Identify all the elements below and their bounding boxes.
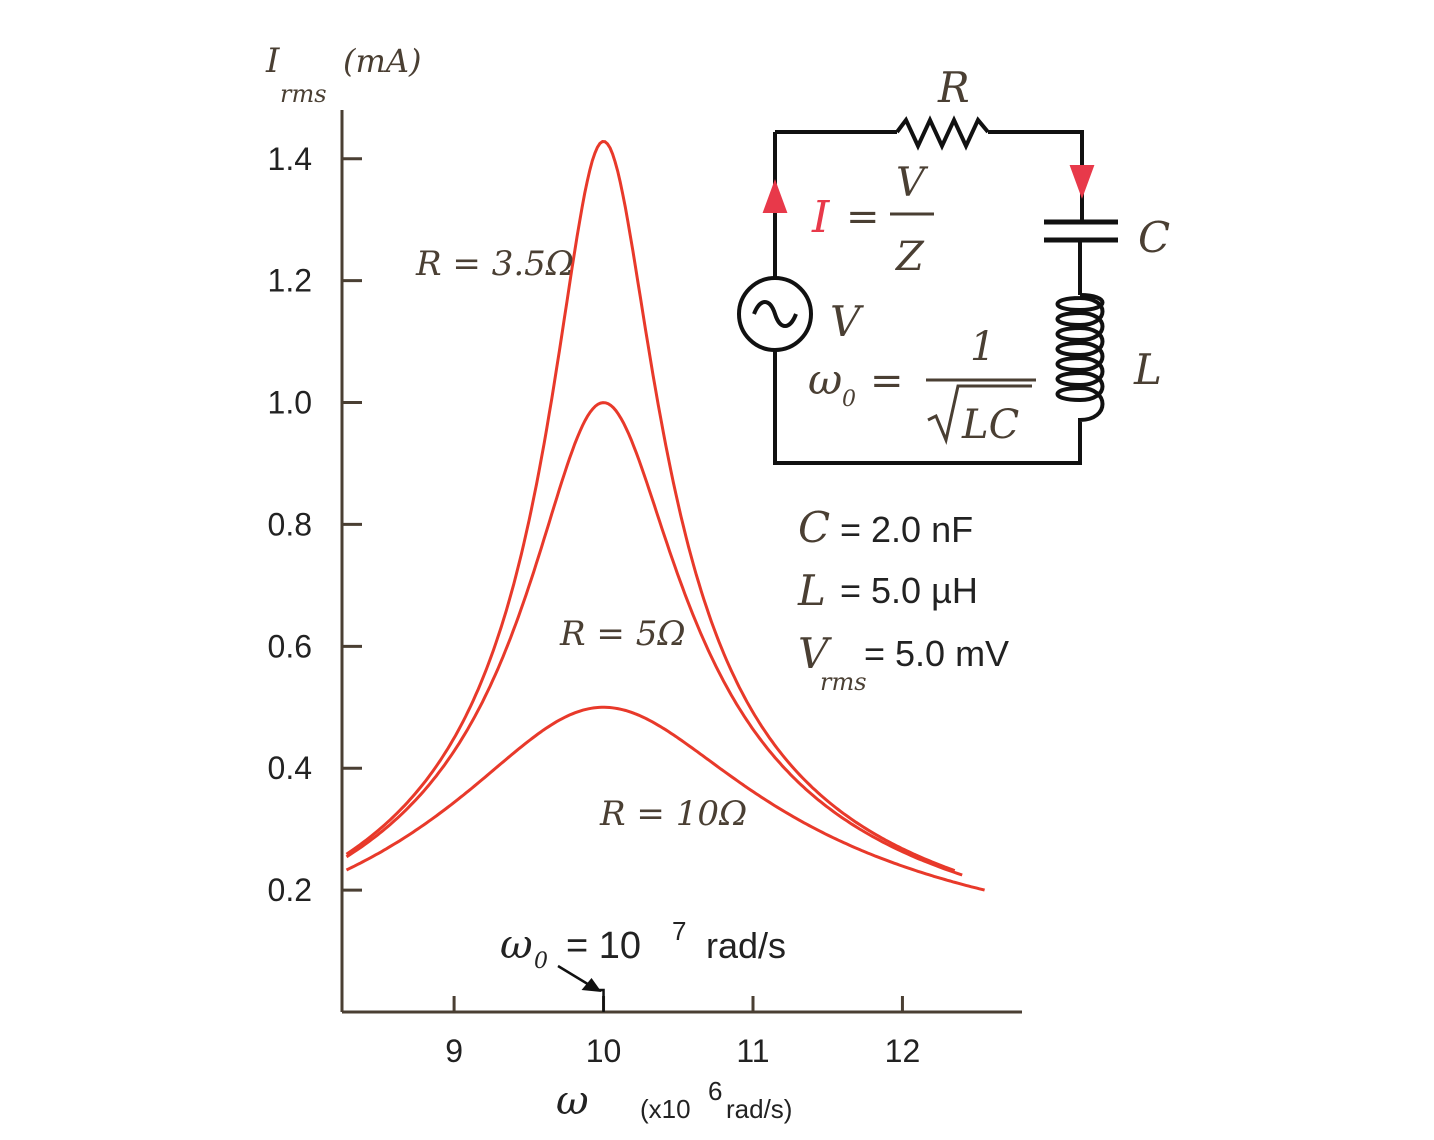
param-c-symbol: C xyxy=(798,503,830,552)
resonance-eq-num: 1 xyxy=(970,324,995,370)
current-eq-lhs: I xyxy=(811,192,831,243)
current-eq-equals: = xyxy=(846,194,880,240)
circuit-diagram xyxy=(737,115,1118,465)
param-l-symbol: L xyxy=(797,566,826,615)
param-c-value: = 2.0 nF xyxy=(840,509,973,550)
y-axis-label-main: I xyxy=(265,41,280,81)
current-arrow-left-icon xyxy=(762,179,788,213)
x-tick-label: 10 xyxy=(586,1033,622,1069)
circuit-wire-left-lower xyxy=(773,350,1082,465)
x-ticks: 9 10 11 12 xyxy=(445,996,920,1069)
y-axis-label-unit: (mA) xyxy=(343,42,421,80)
resonance-eq-lhs: ω xyxy=(808,355,842,404)
sqrt-sign-icon xyxy=(927,384,1032,445)
ac-source-wave-icon xyxy=(752,300,798,328)
current-eq-den: Z xyxy=(894,234,925,280)
param-v-sub: rms xyxy=(820,668,867,696)
series-line-0 xyxy=(345,139,956,873)
x-axis-unit-prefix: (x10 xyxy=(640,1094,691,1124)
annotation-omega-sub: 0 xyxy=(534,949,548,974)
param-v-symbol: V xyxy=(798,629,832,678)
parameter-list: C = 2.0 nF L = 5.0 µH V rms = 5.0 mV xyxy=(797,503,1009,696)
series-line-1 xyxy=(345,401,963,877)
annotation-unit: rad/s xyxy=(706,925,786,966)
x-tick-label: 9 xyxy=(445,1033,463,1069)
annotation-arrowhead-icon xyxy=(581,978,602,992)
resonance-eq-equals: = xyxy=(870,358,904,404)
series-label-r35: R = 3.5Ω xyxy=(415,244,574,284)
param-l-value: = 5.0 µH xyxy=(840,570,978,611)
y-tick-label: 0.8 xyxy=(268,506,312,542)
inductor-label: L xyxy=(1133,345,1162,394)
source-label: V xyxy=(830,297,864,346)
param-v-value: = 5.0 mV xyxy=(864,633,1009,674)
annotation-exp: 7 xyxy=(672,916,686,946)
y-tick-label: 1.2 xyxy=(268,263,312,299)
series-line-2 xyxy=(345,705,985,892)
capacitor-label: C xyxy=(1138,213,1170,262)
resonance-eq-sub: 0 xyxy=(842,387,856,412)
circuit-wire-top-right xyxy=(988,130,1084,220)
x-axis-symbol: ω xyxy=(556,1078,589,1124)
y-tick-label: 1.4 xyxy=(268,141,312,177)
y-ticks: 0.2 0.4 0.6 0.8 1.0 1.2 1.4 xyxy=(268,141,362,908)
current-arrow-right-icon xyxy=(1069,165,1095,199)
y-tick-label: 0.2 xyxy=(268,872,312,908)
y-axis-label: I rms (mA) xyxy=(265,41,421,108)
y-tick-label: 0.4 xyxy=(268,750,312,786)
y-tick-label: 1.0 xyxy=(268,385,312,421)
circuit-labels: R C L V I = V Z ω 0 = 1 LC xyxy=(808,63,1170,448)
current-eq-num: V xyxy=(896,160,929,206)
series-label-r5: R = 5Ω xyxy=(559,614,686,654)
annotation-arrow-icon xyxy=(557,964,605,1012)
x-tick-label: 11 xyxy=(736,1033,769,1069)
y-axis-label-sub: rms xyxy=(280,80,327,108)
annotation-equals: = 10 xyxy=(566,925,641,967)
inductor-coil-icon xyxy=(1055,293,1105,432)
y-tick-label: 0.6 xyxy=(268,628,312,664)
resonance-annotation: ω 0 = 10 7 rad/s xyxy=(500,916,786,1012)
resistor-label: R xyxy=(937,63,970,112)
x-axis-unit-suffix: rad/s) xyxy=(726,1094,792,1124)
annotation-omega: ω xyxy=(500,922,533,968)
x-axis-unit-exp: 6 xyxy=(708,1076,722,1106)
x-tick-label: 12 xyxy=(885,1033,921,1069)
resistor-zigzag-icon xyxy=(895,115,990,151)
series-lines xyxy=(345,139,985,892)
ac-source-icon xyxy=(737,276,813,352)
x-axis-label: ω (x10 6 rad/s) xyxy=(556,1076,792,1124)
series-labels: R = 3.5Ω R = 5Ω R = 10Ω xyxy=(415,244,747,834)
resonance-eq-den: LC xyxy=(961,402,1019,448)
series-label-r10: R = 10Ω xyxy=(599,794,747,834)
